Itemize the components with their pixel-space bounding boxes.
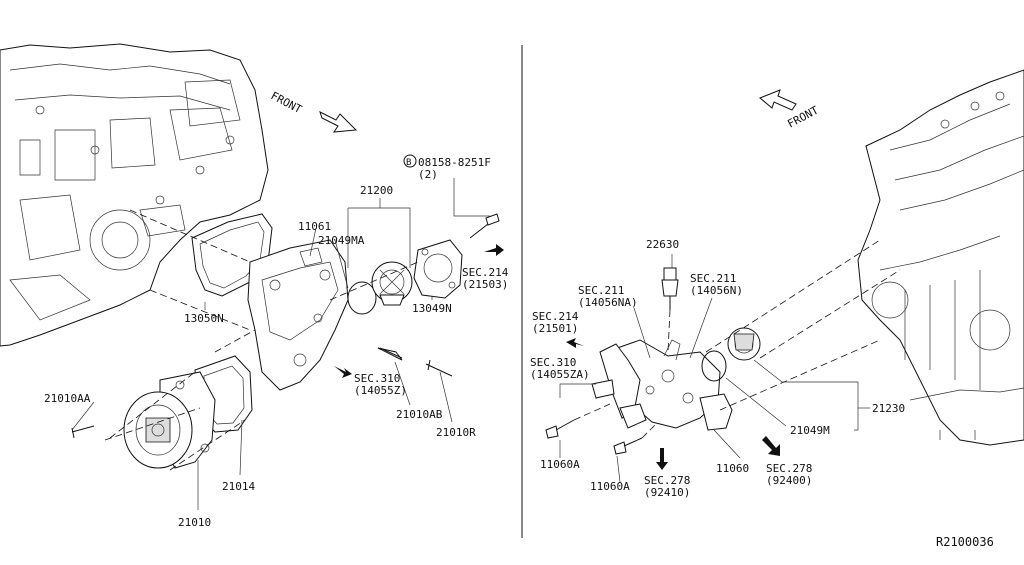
bolts-left: [71, 213, 500, 439]
label-bolt-ref-qty: (2): [418, 168, 438, 181]
label-sec211-b-sub: (14056N): [690, 284, 743, 297]
label-sec211-a: SEC.211: [578, 284, 624, 297]
label-sec310-left: SEC.310: [354, 372, 400, 385]
label-22630: 22630: [646, 238, 679, 251]
label-front-left: FRONT: [269, 89, 305, 116]
label-11060a-a: 11060A: [540, 458, 580, 471]
label-sec310-right-sub: (14055ZA): [530, 368, 590, 381]
label-sec310-left-sub: (14055Z): [354, 384, 407, 397]
thermostat-housing-11060: [591, 339, 733, 431]
diagram-id: R2100036: [936, 535, 994, 549]
dashed-leaders-right: [573, 239, 901, 439]
label-13049n: 13049N: [412, 302, 452, 315]
engine-block-right: [857, 69, 1024, 446]
front-arrow-icon: [319, 111, 358, 133]
label-front-right: FRONT: [785, 103, 821, 130]
label-sec214-right-sub: (21501): [532, 322, 578, 335]
label-21230: 21230: [872, 402, 905, 415]
label-sec278-a: SEC.278: [644, 474, 690, 487]
front-arrow-icon: [759, 89, 797, 111]
label-sec278-a-sub: (92410): [644, 486, 690, 499]
label-sec211-b: SEC.211: [690, 272, 736, 285]
leader-lines-left: [71, 178, 490, 510]
o-ring-21049ma: [347, 281, 377, 315]
dashed-leaders-left: [104, 209, 419, 471]
label-21049ma: 21049MA: [318, 234, 365, 247]
label-21010aa: 21010AA: [44, 392, 91, 405]
arrow-icon: [762, 436, 780, 456]
leader-lines-right: [559, 254, 870, 483]
thermostat-left: [371, 261, 413, 306]
label-21200: 21200: [360, 184, 393, 197]
label-13050n: 13050N: [184, 312, 224, 325]
label-21014: 21014: [222, 480, 255, 493]
label-11060a-b: 11060A: [590, 480, 630, 493]
arrow-icon: [656, 448, 668, 470]
label-21049m: 21049M: [790, 424, 830, 437]
label-sec278-b: SEC.278: [766, 462, 812, 475]
label-21010: 21010: [178, 516, 211, 529]
housing-11061: [247, 239, 349, 391]
label-sec214-left: SEC.214: [462, 266, 509, 279]
circle-b-icon: B: [403, 154, 417, 168]
label-11061: 11061: [298, 220, 331, 233]
label-sec211-a-sub: (14056NA): [578, 296, 638, 309]
arrow-icon: [566, 338, 584, 348]
label-sec310-right: SEC.310: [530, 356, 576, 369]
label-11060: 11060: [716, 462, 749, 475]
label-sec214-left-sub: (21503): [462, 278, 508, 291]
label-21010ab: 21010AB: [396, 408, 443, 421]
sensor-22630: [661, 267, 679, 353]
label-sec214-right: SEC.214: [532, 310, 579, 323]
arrow-icon: [484, 244, 504, 256]
water-pump-21010: [123, 371, 216, 469]
water-inlet-13049n: [413, 239, 463, 299]
thermostat-right: [727, 327, 761, 361]
label-21010r: 21010R: [436, 426, 476, 439]
engine-block-left: [0, 43, 269, 347]
label-bolt-ref: 08158-8251F: [418, 156, 491, 169]
arrow-icon: [334, 366, 352, 378]
svg-text:B: B: [406, 158, 411, 168]
label-sec278-b-sub: (92400): [766, 474, 812, 487]
bolts-right: [545, 419, 643, 455]
o-ring-21049m: [701, 350, 727, 382]
